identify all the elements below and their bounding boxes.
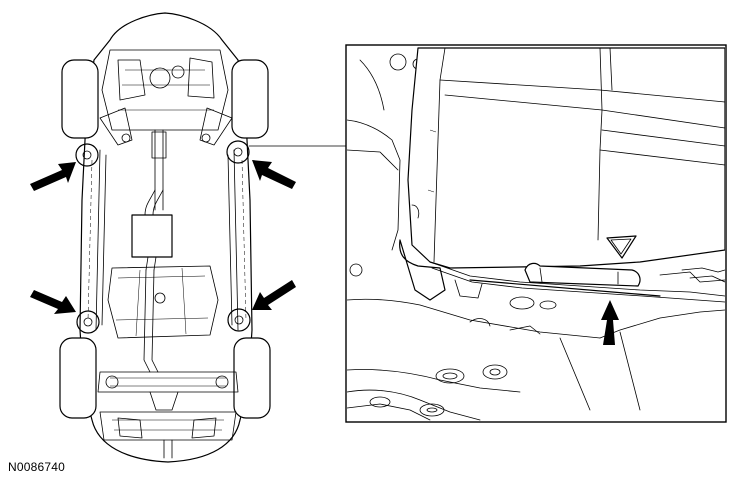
- arrow-rear-left: [30, 290, 76, 314]
- vehicle-underbody: [59, 12, 271, 463]
- arrow-front-left: [30, 162, 76, 191]
- arrow-front-right: [252, 160, 296, 189]
- front-left-wheel: [61, 59, 99, 139]
- pointer-arrows: [30, 160, 296, 314]
- fuel-tank: [107, 265, 219, 339]
- muffler: [131, 214, 173, 258]
- rear-left-wheel: [59, 337, 97, 419]
- front-left-jack-point: [75, 143, 99, 167]
- detail-pointer-arrow: [601, 300, 619, 345]
- triangle-marker: [606, 235, 637, 259]
- rear-right-wheel: [233, 337, 271, 419]
- rear-right-jack-point: [227, 308, 251, 332]
- arrow-rear-right: [252, 280, 296, 310]
- figure-id-label: N0086740: [8, 460, 65, 474]
- rear-left-jack-point: [76, 310, 100, 334]
- jack-pad: [524, 262, 641, 287]
- front-right-jack-point: [226, 140, 250, 164]
- front-right-wheel: [231, 59, 269, 139]
- detail-view: [345, 44, 727, 423]
- jack-point-markers: [75, 140, 251, 334]
- underbody-panel: [407, 47, 725, 269]
